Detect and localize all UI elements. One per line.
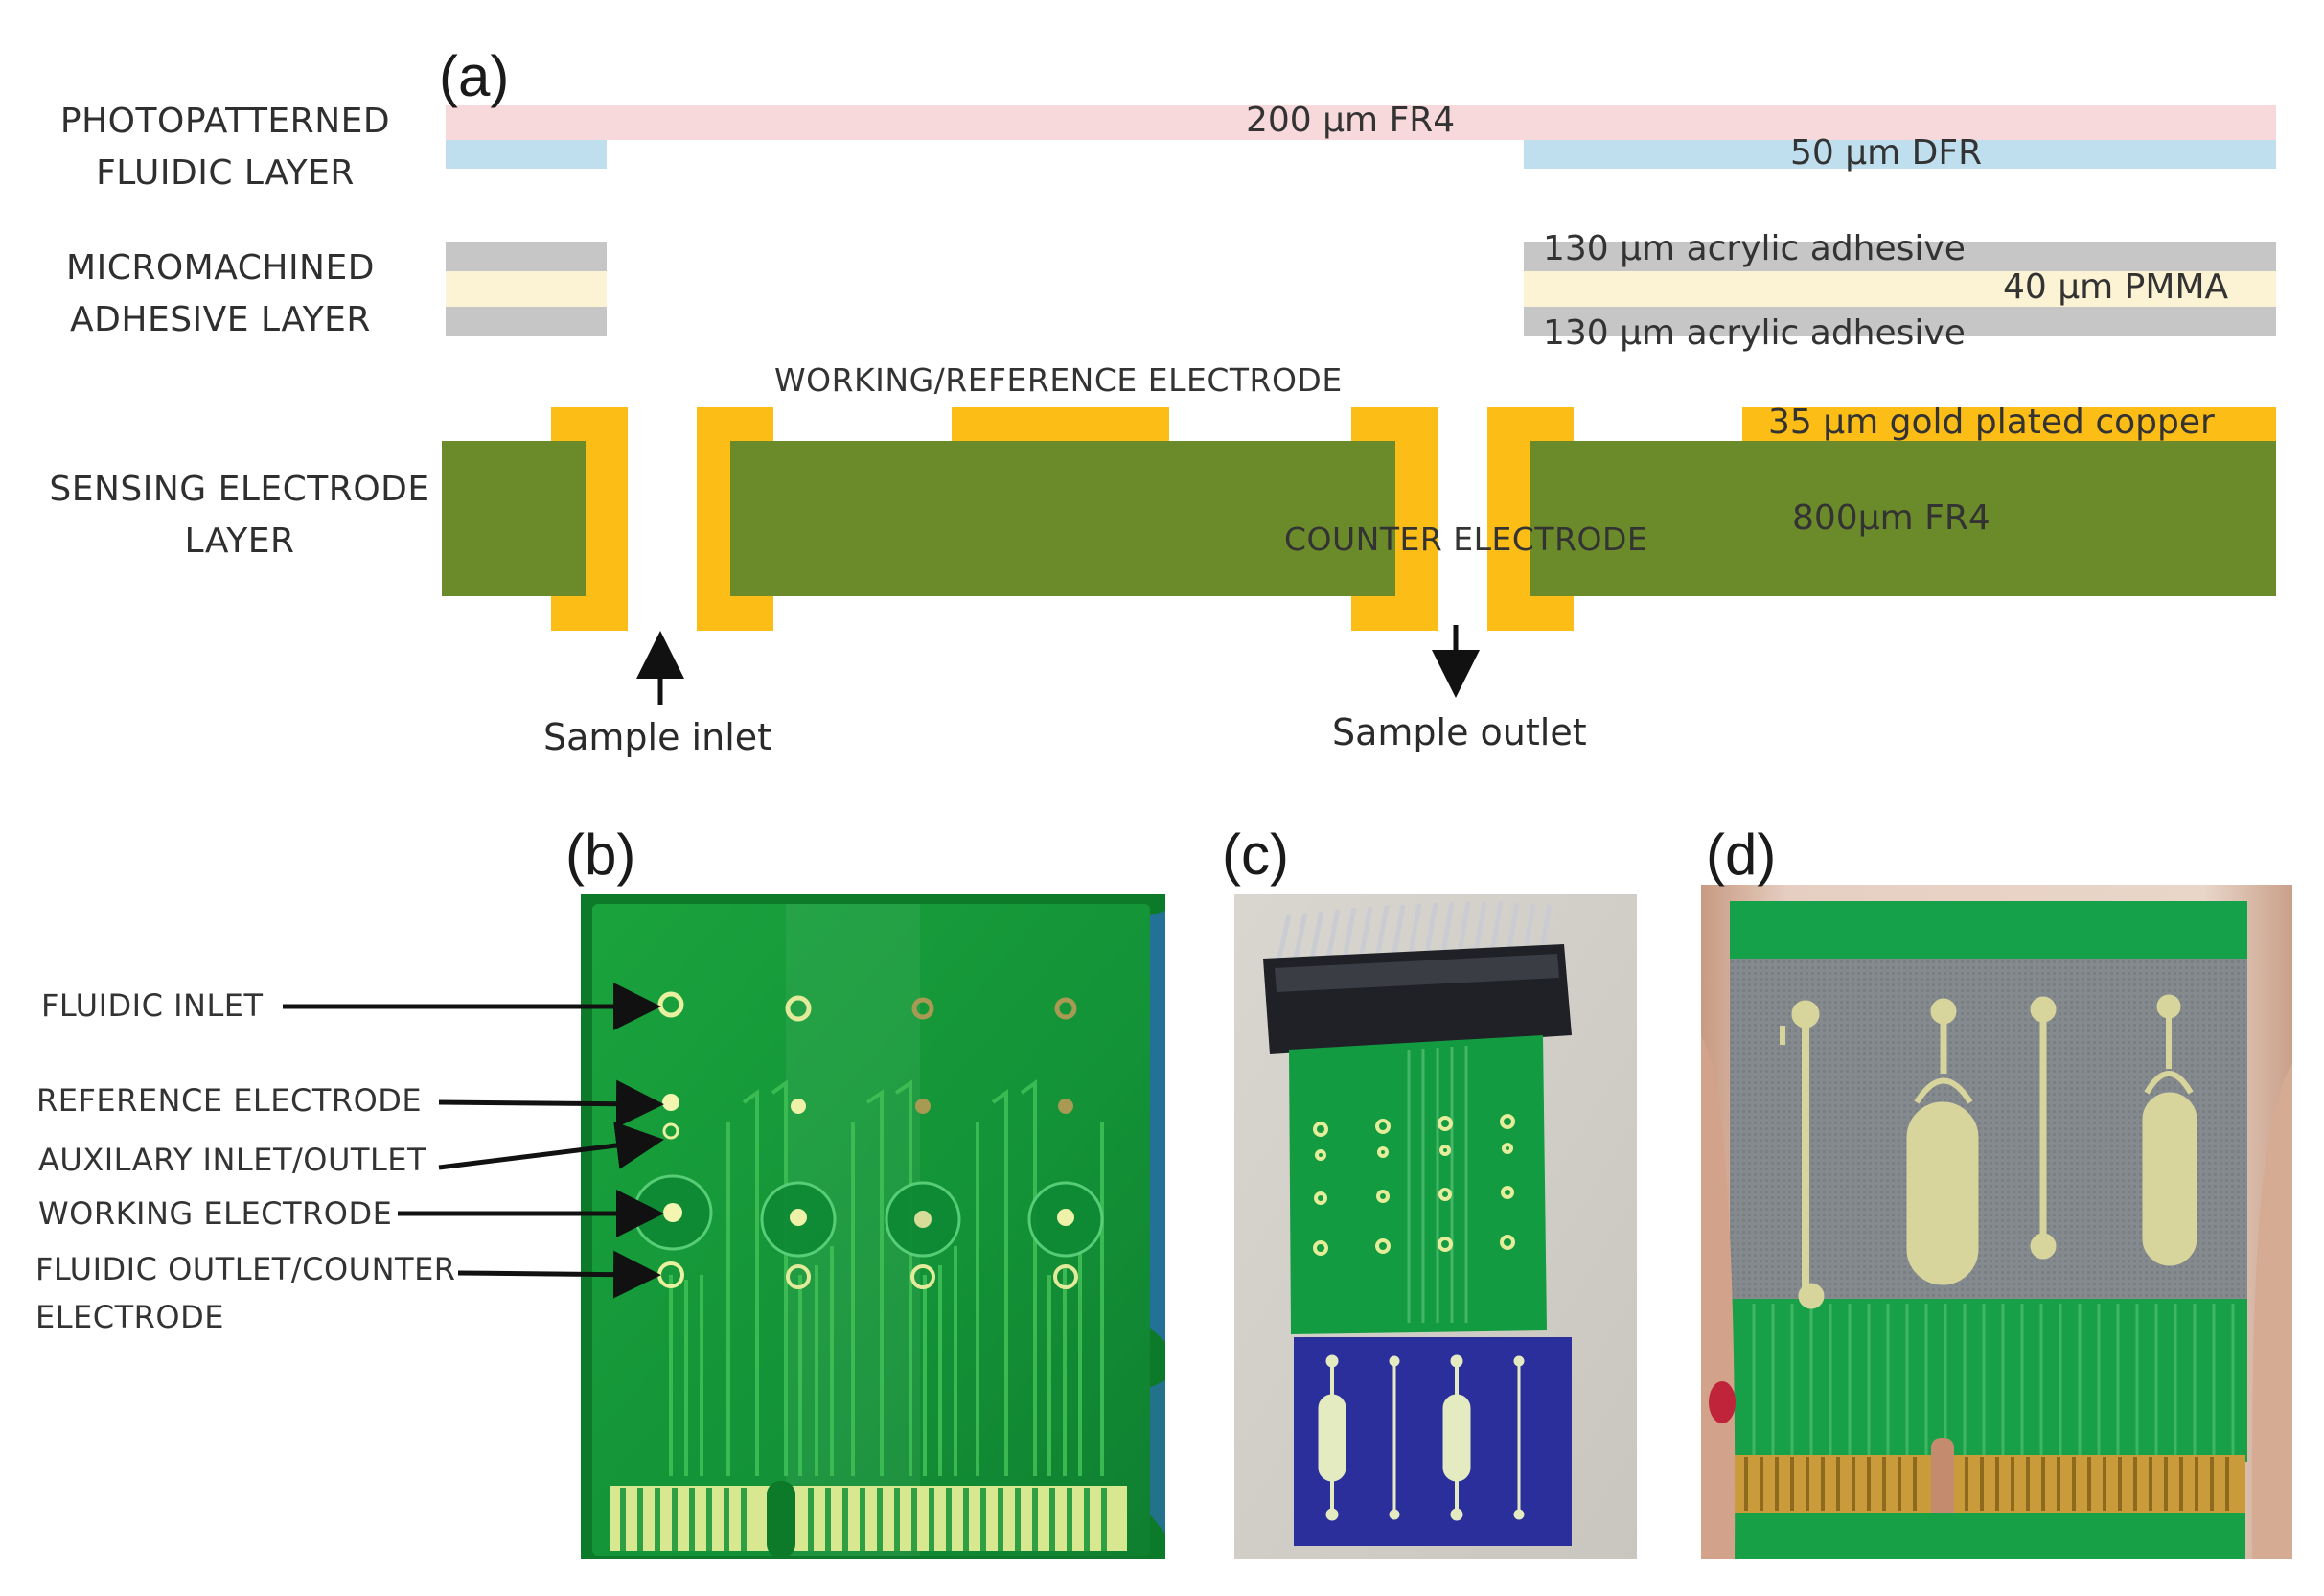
device-channel-1 bbox=[1780, 1000, 1825, 1309]
arrow-auxiliary bbox=[438, 1122, 664, 1170]
dfr-label: 50 µm DFR bbox=[1790, 133, 1983, 173]
panel-label-a: (a) bbox=[439, 44, 510, 108]
fluidic-layer-label: PHOTOPATTERNED FLUIDIC LAYER bbox=[59, 102, 391, 193]
pcb-traces bbox=[669, 1079, 1104, 1476]
working-electrode-label: WORKING ELECTRODE bbox=[38, 1195, 393, 1232]
connector-notch bbox=[767, 1481, 795, 1558]
acrylic-bottom-right bbox=[1524, 307, 2276, 336]
fluidic-inlet-label: FLUIDIC INLET bbox=[41, 987, 264, 1024]
device-channels bbox=[1780, 994, 2197, 1309]
green-board-c bbox=[1289, 1035, 1547, 1334]
connector-highlight bbox=[1275, 954, 1559, 992]
left-finger bbox=[1701, 1035, 1736, 1559]
counter-electrode-label: COUNTER ELECTRODE bbox=[1284, 520, 1648, 558]
dfr-layer-left bbox=[446, 140, 607, 169]
fr4-base-right bbox=[1530, 441, 2276, 596]
fr4-top-label: 200 µm FR4 bbox=[1246, 101, 1456, 140]
working-reference-label: WORKING/REFERENCE ELECTRODE bbox=[774, 361, 1343, 399]
device-traces bbox=[1752, 1304, 2235, 1457]
pmma-right bbox=[1524, 271, 2276, 307]
sample-outlet-label: Sample outlet bbox=[1332, 711, 1587, 753]
device-channel-2 bbox=[1906, 998, 1979, 1285]
pcb-column-2 bbox=[760, 995, 837, 1289]
fr4-base-left bbox=[442, 441, 586, 596]
pcb-photo bbox=[283, 894, 1165, 1559]
device-channel-4 bbox=[2142, 994, 2197, 1266]
device-green-bottom bbox=[1730, 1299, 2247, 1462]
dfr-layer-right bbox=[1524, 140, 2276, 169]
cross-section bbox=[442, 105, 2276, 705]
fr4-base-middle bbox=[730, 441, 1395, 596]
fr4-base bbox=[442, 441, 2276, 596]
annotation-arrows bbox=[283, 983, 664, 1299]
device-green-lower bbox=[1733, 1513, 2245, 1559]
acrylic-bottom-left bbox=[446, 307, 607, 336]
pmma-label: 40 µm PMMA bbox=[2003, 267, 2229, 307]
acrylic-top-right bbox=[1524, 242, 2276, 271]
outlet-counter-label: FLUIDIC OUTLET/COUNTER ELECTRODE bbox=[35, 1251, 456, 1335]
fr4-top-layer bbox=[446, 105, 2276, 140]
green-board-pads bbox=[1313, 1114, 1515, 1256]
pcb-blue-edge-2 bbox=[1145, 1380, 1165, 1534]
red-fingernail bbox=[1709, 1381, 1736, 1423]
arrow-reference bbox=[438, 1079, 664, 1128]
acrylic-bottom-label: 130 µm acrylic adhesive bbox=[1543, 313, 1966, 353]
panel-label-c: (c) bbox=[1222, 822, 1289, 887]
arrow-counter bbox=[457, 1250, 661, 1299]
gold-layer-right bbox=[1742, 407, 2276, 446]
pcb-edge-connector bbox=[610, 1481, 1127, 1558]
device-top-green bbox=[1730, 901, 2247, 968]
right-finger bbox=[2251, 1064, 2292, 1559]
device-photo bbox=[1701, 885, 2292, 1559]
panel-label-d: (d) bbox=[1706, 822, 1777, 887]
sample-inlet-label: Sample inlet bbox=[543, 716, 772, 758]
auxiliary-label: AUXILARY INLET/OUTLET bbox=[38, 1142, 427, 1178]
pcb-column-4 bbox=[1027, 997, 1104, 1289]
blue-chip-channels bbox=[1318, 1354, 1525, 1521]
pcb-column-3 bbox=[885, 997, 961, 1289]
fr4-base-label: 800µm FR4 bbox=[1792, 498, 1990, 538]
green-board-traces bbox=[1407, 1046, 1468, 1323]
device-channel-3 bbox=[2030, 996, 2057, 1260]
connector-photo bbox=[1234, 894, 1637, 1559]
sensing-layer-label: SENSING ELECTRODE LAYER bbox=[49, 470, 430, 561]
reference-electrode-label: REFERENCE ELECTRODE bbox=[36, 1082, 423, 1119]
pmma-left bbox=[446, 271, 607, 307]
acrylic-top-left bbox=[446, 242, 607, 271]
adhesive-layer-label: MICROMACHINED ADHESIVE LAYER bbox=[66, 248, 375, 339]
gold-label: 35 µm gold plated copper bbox=[1768, 403, 2215, 442]
pcb-board bbox=[592, 904, 1150, 1556]
acrylic-top-label: 130 µm acrylic adhesive bbox=[1543, 229, 1966, 268]
gold-working-pad bbox=[952, 407, 1169, 446]
panel-label-b: (b) bbox=[565, 822, 636, 887]
